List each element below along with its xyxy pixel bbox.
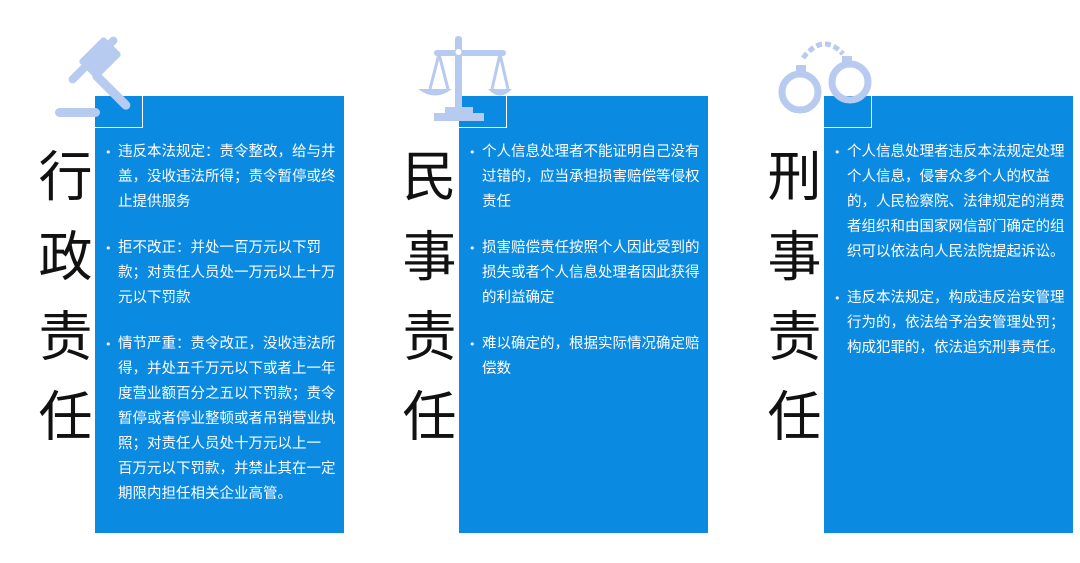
gavel-icon (55, 36, 131, 117)
column-civil: 个人信息处理者不能证明自己没有过错的，应当承担损害赔偿等侵权责任 损害赔偿责任按… (0, 0, 708, 563)
panel-notch (95, 96, 143, 128)
scales-icon (418, 36, 512, 121)
column-title: 民事责任 (393, 148, 456, 468)
content-panel: 个人信息处理者不能证明自己没有过错的，应当承担损害赔偿等侵权责任 损害赔偿责任按… (459, 96, 708, 533)
bullet-list: 个人信息处理者违反本法规定处理个人信息，侵害众多个人的权益的，人民检察院、法律规… (834, 140, 1065, 382)
handcuffs-icon (778, 41, 872, 114)
column-administrative: 违反本法规定：责令整改，给与井盖，没收违法所得；责令暂停或终止提供服务 拒不改正… (0, 0, 344, 563)
bullet-list: 个人信息处理者不能证明自己没有过错的，应当承担损害赔偿等侵权责任 损害赔偿责任按… (469, 140, 700, 403)
list-item: 个人信息处理者违反本法规定处理个人信息，侵害众多个人的权益的，人民检察院、法律规… (834, 140, 1065, 265)
column-title: 行政责任 (29, 148, 92, 468)
bullet-list: 违反本法规定：责令整改，给与井盖，没收违法所得；责令暂停或终止提供服务 拒不改正… (105, 140, 336, 528)
panel-notch (824, 96, 872, 128)
content-panel: 违反本法规定：责令整改，给与井盖，没收违法所得；责令暂停或终止提供服务 拒不改正… (95, 96, 344, 533)
list-item: 难以确定的，根据实际情况确定赔偿数 (469, 332, 700, 382)
column-title: 刑事责任 (758, 148, 821, 468)
content-panel: 个人信息处理者违反本法规定处理个人信息，侵害众多个人的权益的，人民检察院、法律规… (824, 96, 1073, 533)
panel-notch (459, 96, 507, 128)
list-item: 情节严重：责令改正，没收违法所得，并处五千万元以下或者上一年度营业额百分之五以下… (105, 332, 336, 507)
list-item: 拒不改正：并处一百万元以下罚款；对责任人员处一万元以上十万元以下罚款 (105, 236, 336, 311)
list-item: 个人信息处理者不能证明自己没有过错的，应当承担损害赔偿等侵权责任 (469, 140, 700, 215)
list-item: 损害赔偿责任按照个人因此受到的损失或者个人信息处理者因此获得的利益确定 (469, 236, 700, 311)
list-item: 违反本法规定：责令整改，给与井盖，没收违法所得；责令暂停或终止提供服务 (105, 140, 336, 215)
list-item: 违反本法规定，构成违反治安管理行为的，依法给予治安管理处罚；构成犯罪的，依法追究… (834, 286, 1065, 361)
